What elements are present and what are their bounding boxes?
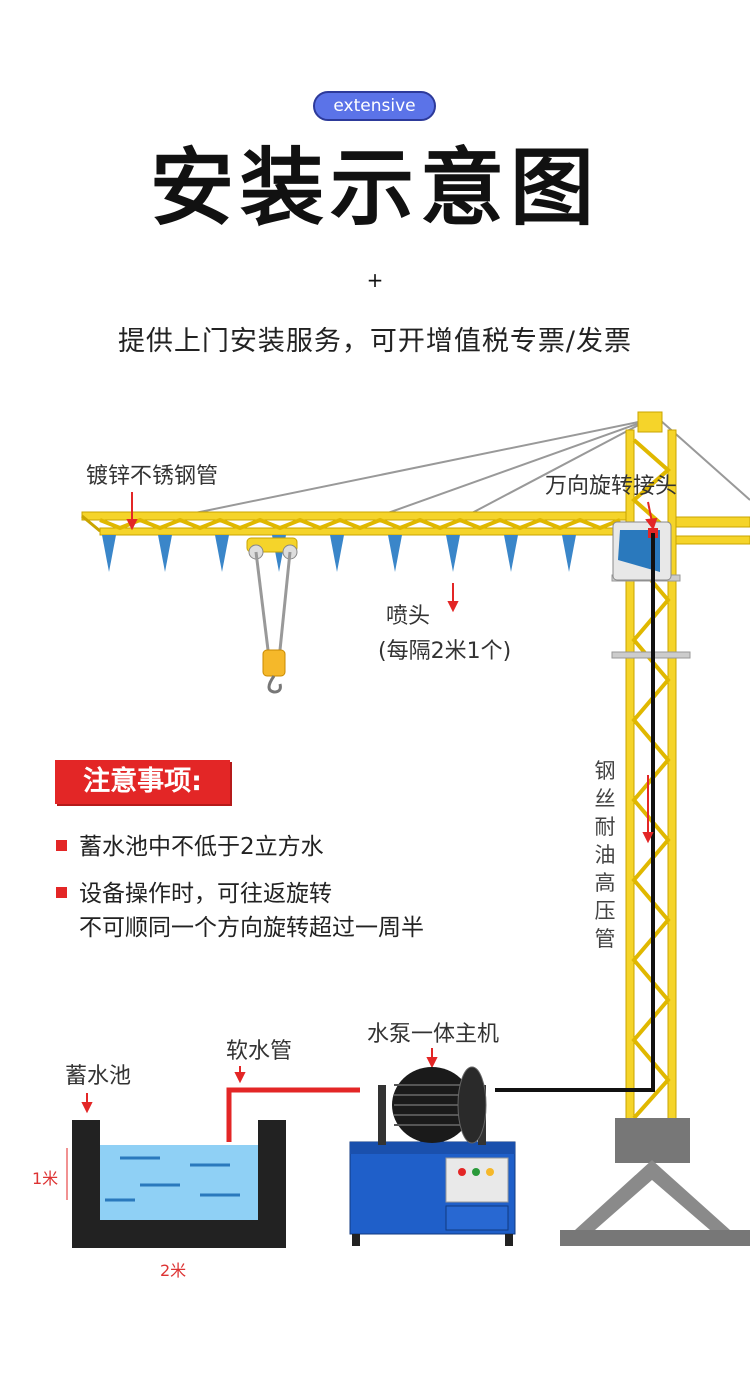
crane-cable bbox=[469, 419, 649, 515]
soft-pipe-label: 软水管 bbox=[226, 1039, 293, 1064]
nozzle bbox=[330, 535, 344, 572]
nozzle-spacing-label: (每隔2米1个) bbox=[378, 639, 512, 664]
notice-item: 蓄水池中不低于2立方水 bbox=[56, 830, 324, 864]
nozzle bbox=[562, 535, 576, 572]
crane-cable bbox=[189, 419, 649, 515]
crane-hook bbox=[246, 537, 298, 694]
page-title: 安装示意图 bbox=[149, 139, 600, 237]
nozzle bbox=[158, 535, 172, 572]
nozzle bbox=[446, 535, 460, 572]
notice-item: 设备操作时，可往返旋转 不可顺同一个方向旋转超过一周半 bbox=[56, 877, 424, 945]
bullet-square-icon bbox=[56, 887, 67, 898]
tank-width-label: 2米 bbox=[160, 1261, 187, 1280]
pump-machine bbox=[349, 1066, 516, 1246]
water-tank-label: 蓄水池 bbox=[65, 1064, 132, 1089]
swivel-joint-label: 万向旋转接头 bbox=[545, 474, 678, 499]
crane-cab bbox=[612, 521, 672, 581]
galvanized-pipe-label: 镀锌不锈钢管 bbox=[86, 464, 219, 489]
nozzle bbox=[388, 535, 402, 572]
nozzle bbox=[102, 535, 116, 572]
nozzle bbox=[504, 535, 518, 572]
notice-text: 蓄水池中不低于2立方水 bbox=[79, 834, 324, 860]
spray-nozzles bbox=[102, 535, 576, 572]
notice-text-continued: 不可顺同一个方向旋转超过一周半 bbox=[79, 915, 424, 941]
pump-unit-label: 水泵一体主机 bbox=[367, 1022, 500, 1047]
water-tank bbox=[72, 1120, 286, 1248]
soft-water-pipe bbox=[226, 1087, 360, 1142]
bullet-square-icon bbox=[56, 840, 67, 851]
notice-heading: 注意事项: bbox=[55, 760, 230, 804]
pointer-arrows bbox=[81, 492, 658, 1114]
service-subtitle: 提供上门安装服务，可开增值税专票/发票 bbox=[117, 326, 633, 357]
high-pressure-hose bbox=[495, 533, 655, 1092]
notice-text: 设备操作时，可往返旋转 bbox=[79, 881, 332, 907]
tank-height-label: 1米 bbox=[32, 1169, 59, 1188]
plus-sign: + bbox=[366, 268, 384, 292]
nozzle bbox=[215, 535, 229, 572]
extensive-badge: extensive bbox=[313, 91, 436, 121]
crane-cable bbox=[384, 419, 649, 515]
high-pressure-hose-label: 钢丝耐油高压管 bbox=[594, 759, 616, 951]
nozzle-label: 喷头 bbox=[386, 604, 431, 629]
